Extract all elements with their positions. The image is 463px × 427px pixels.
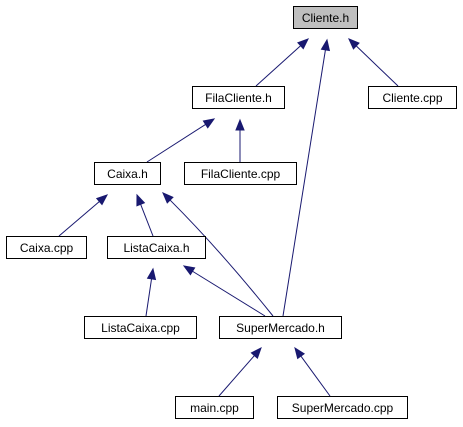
edge-filacliente-h-to-cliente-h	[255, 38, 309, 87]
edge-listacaixa-h-to-caixa-h	[136, 193, 154, 237]
arrowhead-icon	[250, 346, 262, 360]
edge-filacliente-cpp-to-filacliente-h	[235, 118, 245, 162]
arrowhead-icon	[95, 194, 109, 206]
arrowhead-icon	[320, 38, 331, 52]
node-listacaixa-h[interactable]: ListaCaixa.h	[107, 236, 206, 259]
node-box[interactable]	[107, 236, 206, 259]
edges-layer	[58, 38, 399, 397]
node-cliente-cpp[interactable]: Cliente.cpp	[368, 86, 457, 109]
edge-main-cpp-to-supermercado-h	[218, 346, 262, 397]
edge-line	[140, 204, 154, 237]
arrowhead-icon	[202, 118, 216, 129]
node-label: FilaCliente.cpp	[201, 167, 281, 181]
node-label: SuperMercado.h	[236, 321, 325, 335]
node-filacliente-cpp[interactable]: FilaCliente.cpp	[184, 162, 297, 185]
node-box[interactable]	[368, 86, 457, 109]
node-label: FilaCliente.h	[205, 91, 272, 105]
node-caixa-cpp[interactable]: Caixa.cpp	[6, 236, 87, 259]
node-supermercado-cpp[interactable]: SuperMercado.cpp	[277, 396, 408, 419]
edge-line	[255, 45, 301, 87]
node-label: ListaCaixa.h	[123, 241, 189, 255]
node-filacliente-h[interactable]: FilaCliente.h	[192, 86, 285, 109]
node-box[interactable]	[192, 86, 285, 109]
node-label: Cliente.cpp	[382, 91, 442, 105]
node-caixa-h[interactable]: Caixa.h	[94, 162, 161, 185]
node-main-cpp[interactable]: main.cpp	[175, 396, 254, 419]
edge-caixa-cpp-to-caixa-h	[58, 194, 109, 237]
node-box[interactable]	[293, 6, 358, 29]
arrowhead-icon	[294, 346, 306, 360]
node-label: SuperMercado.cpp	[292, 401, 394, 415]
node-label: Cliente.h	[302, 11, 349, 25]
edge-supermercado-h-to-cliente-h	[282, 38, 331, 317]
node-label: main.cpp	[190, 401, 239, 415]
node-label: Caixa.h	[107, 167, 148, 181]
node-box[interactable]	[175, 396, 254, 419]
node-box[interactable]	[6, 236, 87, 259]
arrowhead-icon	[182, 265, 196, 276]
node-box[interactable]	[94, 162, 161, 185]
node-box[interactable]	[277, 396, 408, 419]
edge-line	[218, 355, 255, 397]
arrowhead-icon	[348, 38, 360, 50]
node-listacaixa-cpp[interactable]: ListaCaixa.cpp	[84, 316, 197, 339]
edge-caixa-h-to-filacliente-h	[146, 118, 216, 163]
node-label: ListaCaixa.cpp	[101, 321, 180, 335]
node-supermercado-h[interactable]: SuperMercado.h	[219, 316, 342, 339]
node-box[interactable]	[184, 162, 297, 185]
arrowhead-icon	[297, 38, 309, 50]
edge-line	[282, 49, 326, 317]
node-box[interactable]	[219, 316, 342, 339]
arrowhead-icon	[235, 118, 245, 131]
edge-supermercado-h-to-caixa-h	[162, 192, 274, 317]
edge-line	[192, 270, 266, 317]
edge-line	[146, 123, 206, 163]
edge-listacaixa-cpp-to-listacaixa-h	[145, 267, 157, 317]
arrowhead-icon	[136, 193, 146, 207]
edge-supermercado-cpp-to-supermercado-h	[294, 346, 331, 397]
node-box[interactable]	[84, 316, 197, 339]
edge-line	[355, 45, 399, 87]
edge-line	[145, 278, 153, 317]
edge-supermercado-h-to-listacaixa-h	[182, 265, 266, 317]
node-cliente-h[interactable]: Cliente.h	[293, 6, 358, 29]
arrowhead-icon	[162, 192, 174, 204]
edge-line	[58, 201, 100, 237]
arrowhead-icon	[146, 267, 157, 281]
edge-cliente-cpp-to-cliente-h	[348, 38, 399, 87]
edge-line	[169, 199, 274, 317]
node-label: Caixa.cpp	[20, 241, 74, 255]
edge-line	[300, 355, 331, 397]
